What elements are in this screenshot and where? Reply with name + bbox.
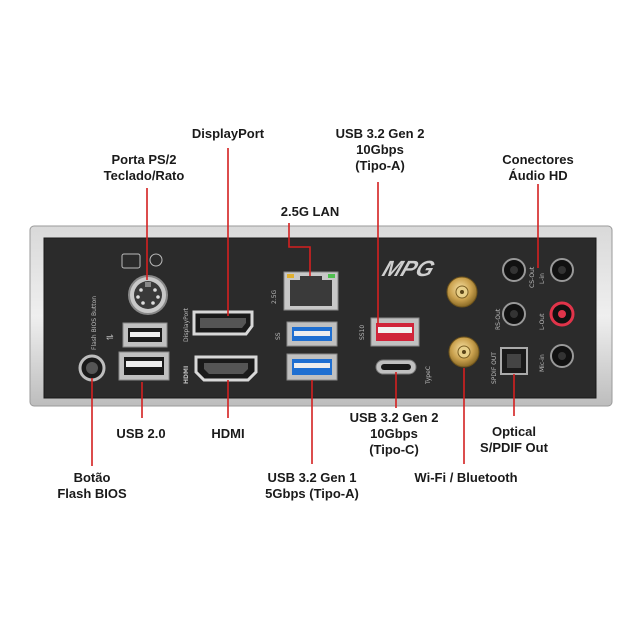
svg-text:L-in: L-in xyxy=(539,273,546,284)
svg-text:CS-Out: CS-Out xyxy=(529,266,536,288)
hdmi-panel-label: HDMI xyxy=(183,366,190,384)
label-wifi-bluetooth: Wi-Fi / Bluetooth xyxy=(414,470,518,485)
label-audio: Conectores Áudio HD xyxy=(502,152,574,183)
flash-bios-label: Flash BIOS Button xyxy=(91,296,98,350)
spdif-panel-label: SPDIF OUT xyxy=(491,352,498,384)
svg-text:L-Out: L-Out xyxy=(539,313,546,330)
audio-jacks: CS-Out RS-Out L-in L-Out Mic-in xyxy=(495,258,575,372)
displayport-panel-label: DisplayPort xyxy=(183,307,190,342)
ss10-usb-icon: SS10 xyxy=(359,325,366,340)
usb-icon: ⇌ xyxy=(106,333,114,343)
mouse-icon xyxy=(149,253,163,267)
typec-panel-label: TypeC xyxy=(425,366,432,385)
mpg-logo: MPG xyxy=(379,256,438,281)
svg-text:Mic-in: Mic-in xyxy=(539,354,546,372)
lan-panel-label: 2.5G xyxy=(271,289,278,304)
label-usb20: USB 2.0 xyxy=(116,426,166,441)
label-ps2: Porta PS/2 Teclado/Rato xyxy=(103,152,185,183)
callout-lan xyxy=(288,223,311,276)
label-usb32gen1: USB 3.2 Gen 1 5Gbps (Tipo-A) xyxy=(265,470,359,501)
label-lan: 2.5G LAN xyxy=(280,204,340,219)
label-usb32gen2-typec: USB 3.2 Gen 2 10Gbps (Tipo-C) xyxy=(349,410,439,457)
label-hdmi: HDMI xyxy=(211,426,245,441)
callout-lines xyxy=(91,148,539,466)
ss-usb-icon: SS xyxy=(275,332,282,340)
keyboard-icon xyxy=(121,253,141,269)
label-flash-bios: Botão Flash BIOS xyxy=(57,470,127,501)
label-usb32gen2-typea: USB 3.2 Gen 2 10Gbps (Tipo-A) xyxy=(335,126,425,173)
svg-text:RS-Out: RS-Out xyxy=(495,308,502,330)
label-displayport: DisplayPort xyxy=(191,126,265,141)
label-optical-spdif: Optical S/PDIF Out xyxy=(480,424,548,455)
